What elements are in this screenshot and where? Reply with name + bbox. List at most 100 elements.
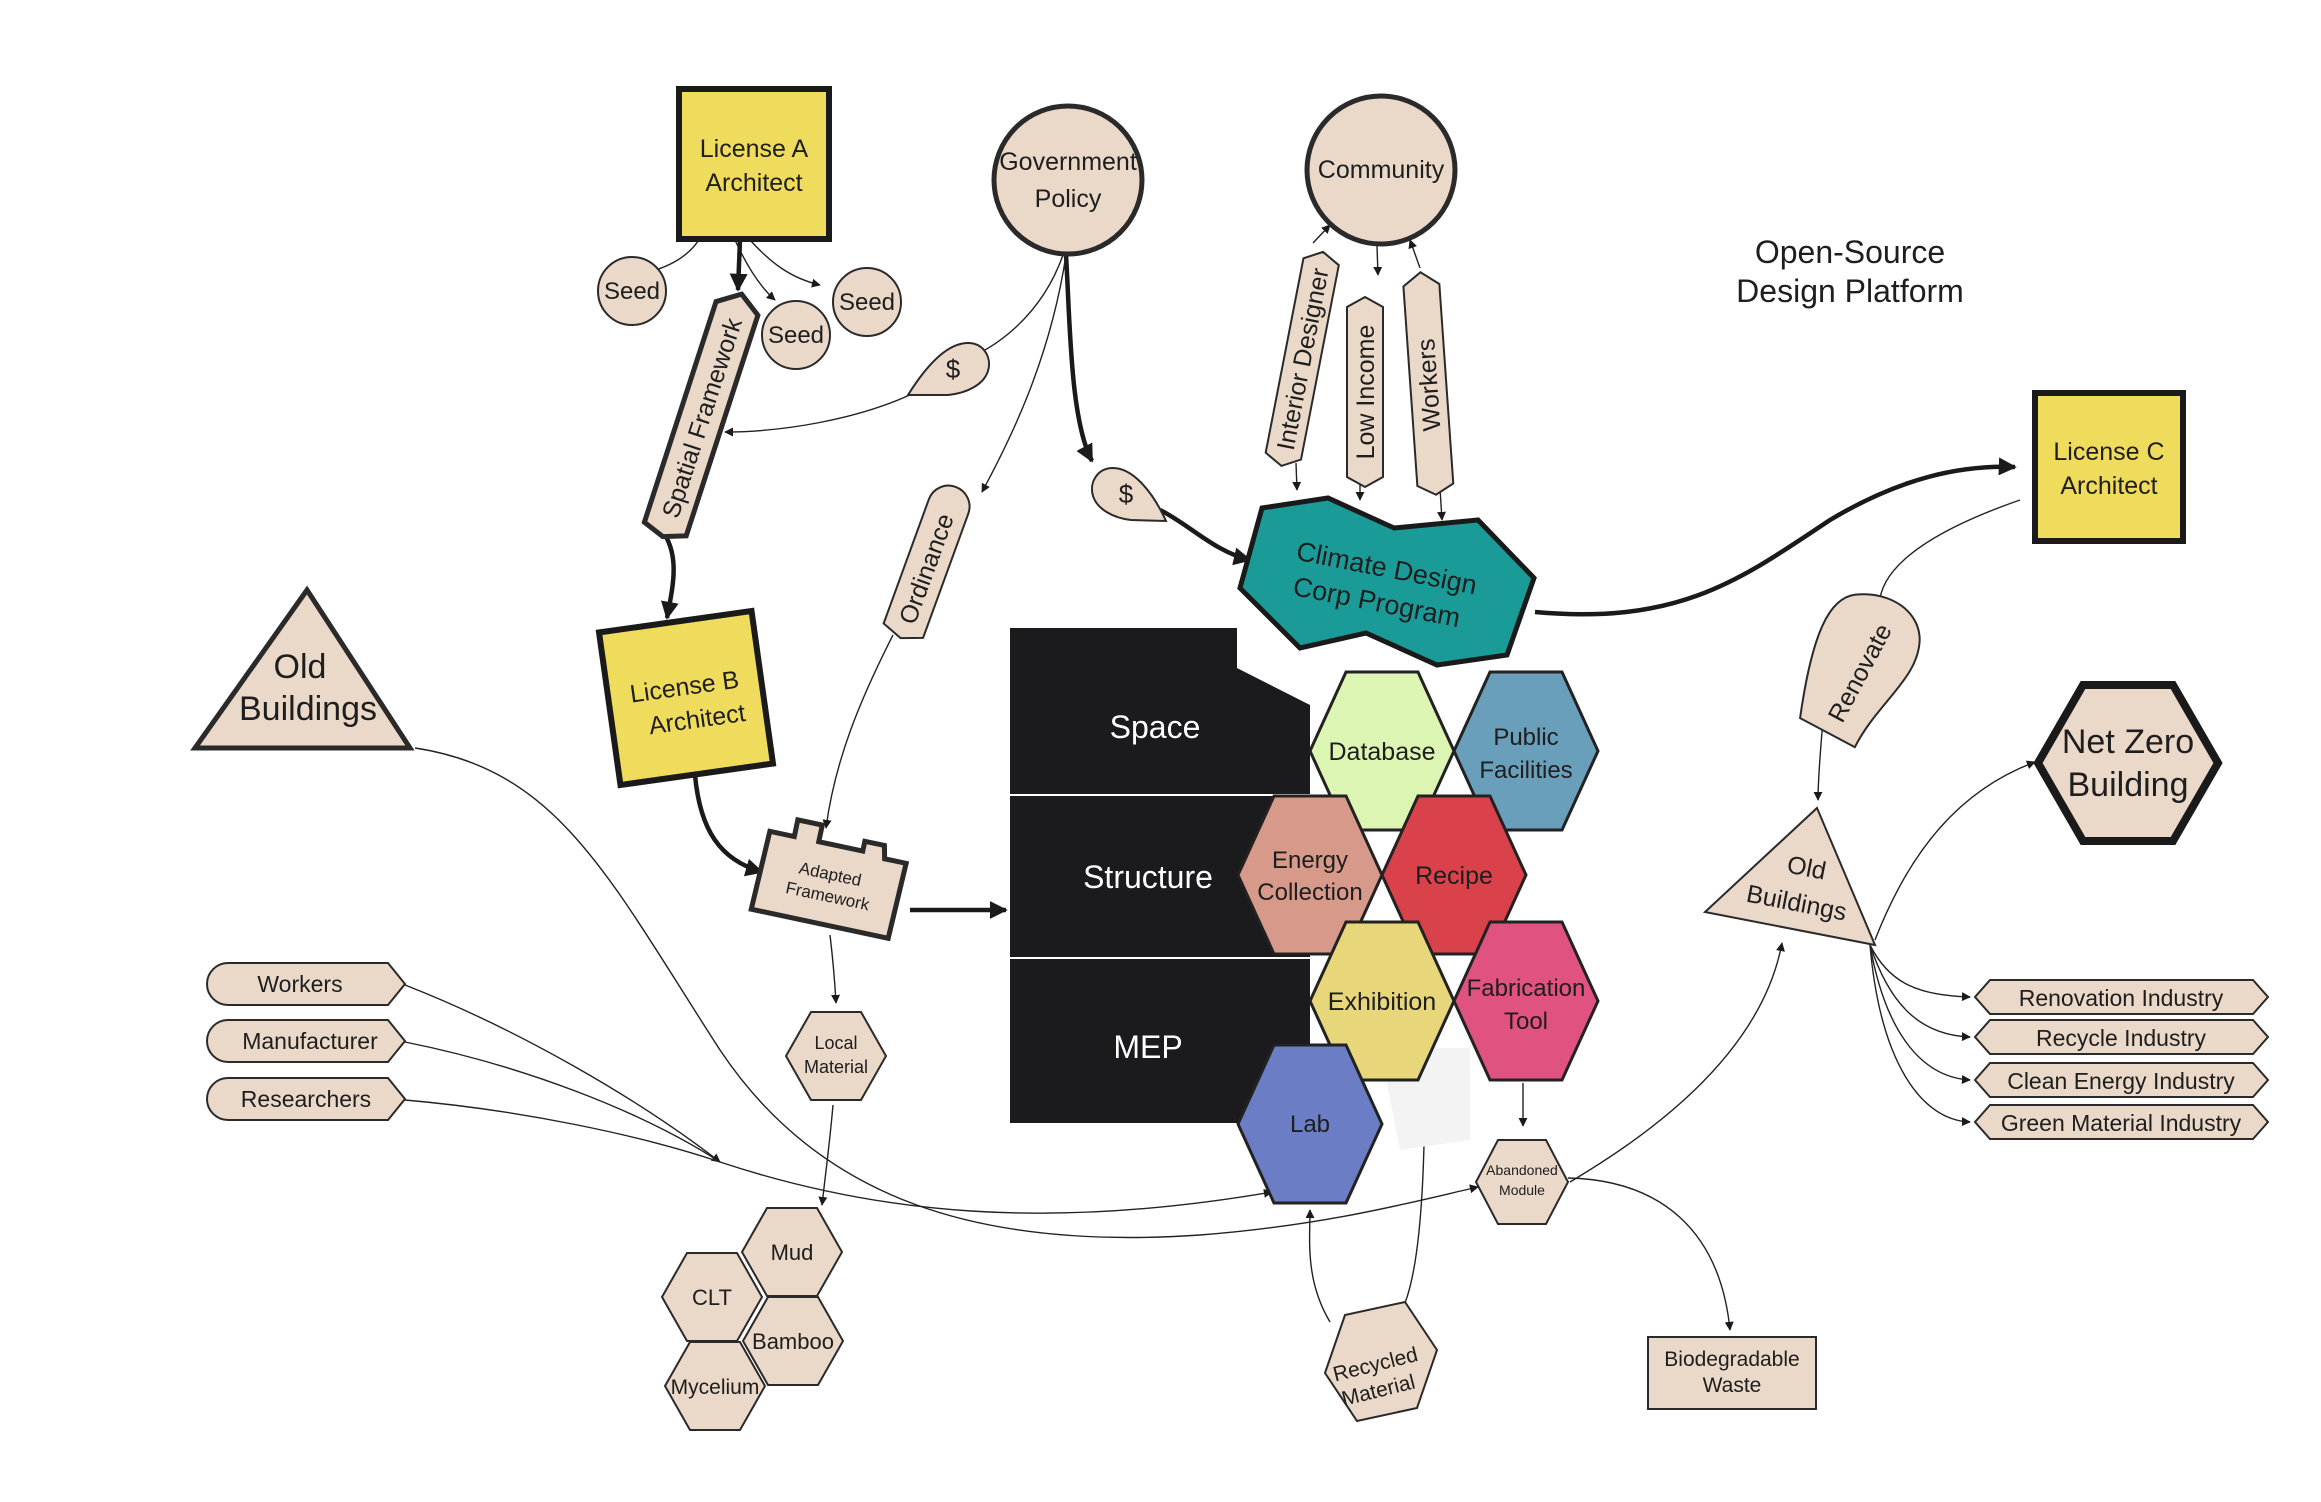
waste-line-2: Waste xyxy=(1703,1374,1762,1397)
line-researchers xyxy=(404,1099,721,1163)
platform-block: Space Structure MEP xyxy=(1010,628,1310,1123)
community-label: Community xyxy=(1318,156,1445,184)
material-cluster: Mud CLT Bamboo Mycelium xyxy=(660,1207,845,1431)
climate-design-program-node[interactable]: Climate Design Corp Program xyxy=(1237,495,1537,668)
industry-tag-renovation[interactable]: Renovation Industry xyxy=(1973,979,2270,1015)
arrow-government-money-lower xyxy=(1063,254,1094,463)
arrow-old-netzero xyxy=(1874,760,2036,941)
platform-row-space[interactable]: Space xyxy=(1110,709,1201,745)
material-label: Bamboo xyxy=(752,1329,834,1354)
line-manufacturer xyxy=(404,1041,721,1163)
dollar-icon-lower: $ xyxy=(1119,479,1134,509)
material-hex-mud[interactable]: Mud xyxy=(740,1207,844,1297)
net-zero-building-node[interactable]: Net Zero Building xyxy=(2033,681,2223,845)
hex-exhibition[interactable]: Exhibition xyxy=(1308,920,1456,1082)
title-line-1: Open-Source xyxy=(1755,234,1945,270)
hex-fabrication-tool[interactable]: Fabrication Tool xyxy=(1452,920,1600,1082)
stakeholder-tag-researchers[interactable]: Researchers xyxy=(206,1077,407,1121)
government-line-2: Policy xyxy=(1035,185,1102,213)
hex-public-facilities[interactable]: Public Facilities xyxy=(1452,670,1600,832)
arrow-money-framework xyxy=(724,390,919,437)
workers-tag-label: Workers xyxy=(1412,338,1446,432)
local-material-node[interactable]: Local Material xyxy=(784,1011,888,1101)
platform-row-structure[interactable]: Structure xyxy=(1083,859,1213,895)
renovate-node[interactable]: Renovate xyxy=(1779,577,1935,753)
government-policy-node[interactable]: Government Policy xyxy=(991,103,1145,257)
ordinance-node[interactable]: Ordinance xyxy=(881,480,976,646)
biodegradable-waste-node[interactable]: Biodegradable Waste xyxy=(1647,1336,1817,1410)
hex-recipe[interactable]: Recipe xyxy=(1380,794,1528,956)
license-b-architect-node[interactable]: License B Architect xyxy=(595,607,777,789)
interior-designer-tag[interactable]: Interior Designer xyxy=(1264,248,1341,469)
seed-label-3: Seed xyxy=(839,289,895,316)
hex-lab[interactable]: Lab xyxy=(1236,1043,1384,1205)
arrow-recycled-lab xyxy=(1305,1209,1331,1323)
arrow-government-money xyxy=(967,254,1064,360)
hex-energy-line-2: Collection xyxy=(1257,879,1362,906)
money-marker-upper[interactable]: $ xyxy=(906,341,990,396)
old-buildings-left-line-1: Old xyxy=(274,648,327,686)
hex-exhibition-label: Exhibition xyxy=(1328,988,1436,1016)
stakeholder-tag-manufacturer[interactable]: Manufacturer xyxy=(206,1019,407,1063)
arrow-license-a-seed-right xyxy=(749,239,821,288)
arrow-license-b-adapted xyxy=(692,774,764,877)
adapted-framework-node[interactable]: Adapted Framework xyxy=(748,814,910,942)
local-material-line-2: Material xyxy=(804,1057,868,1077)
community-node[interactable]: Community xyxy=(1304,93,1458,247)
material-hex-clt[interactable]: CLT xyxy=(660,1252,764,1342)
stakeholder-tag-workers[interactable]: Workers xyxy=(206,962,407,1006)
dollar-icon-upper: $ xyxy=(946,354,961,384)
material-hex-bamboo[interactable]: Bamboo xyxy=(741,1296,845,1386)
arrow-workers-program xyxy=(1437,487,1446,521)
low-income-label: Low Income xyxy=(1352,325,1380,460)
industry-label: Clean Energy Industry xyxy=(2007,1068,2235,1094)
old-buildings-right-node[interactable]: Old Buildings xyxy=(1702,806,1877,947)
hex-public-facilities-line-2: Facilities xyxy=(1479,757,1572,784)
arrow-workers-community xyxy=(1408,239,1421,269)
industry-tag-recycle[interactable]: Recycle Industry xyxy=(1973,1019,2270,1055)
hex-database-label: Database xyxy=(1328,738,1435,766)
arrow-adapted-local xyxy=(829,934,841,1004)
license-c-architect-node[interactable]: License C Architect xyxy=(2032,390,2186,544)
platform-row-mep[interactable]: MEP xyxy=(1113,1029,1182,1065)
arrow-old-recycle xyxy=(1869,944,1971,1042)
arrow-old-clean-energy xyxy=(1869,944,1971,1084)
seed-node-1[interactable]: Seed xyxy=(597,256,667,326)
arrow-community-lowincome xyxy=(1373,245,1383,276)
arrow-ordinance-adapted xyxy=(822,634,894,829)
industry-list: Renovation Industry Recycle Industry Cle… xyxy=(1973,979,2270,1140)
net-zero-line-1: Net Zero xyxy=(2062,723,2194,761)
money-marker-lower[interactable]: $ xyxy=(1091,466,1168,523)
seed-node-3[interactable]: Seed xyxy=(832,267,902,337)
abandoned-module-node[interactable]: Abandoned Module xyxy=(1474,1139,1570,1225)
spatial-framework-node[interactable]: Spatial Framework xyxy=(641,287,763,543)
seed-label-1: Seed xyxy=(604,278,660,305)
stakeholder-label: Researchers xyxy=(241,1086,371,1112)
recycled-material-node[interactable]: Recycled Material xyxy=(1323,1300,1439,1423)
stakeholder-label: Manufacturer xyxy=(242,1028,378,1054)
platform-hexagons: Database Public Facilities Energy Collec… xyxy=(1236,670,1600,1205)
seed-label-2: Seed xyxy=(768,322,824,349)
industry-tag-clean-energy[interactable]: Clean Energy Industry xyxy=(1973,1062,2270,1098)
material-label: CLT xyxy=(692,1285,732,1310)
material-hex-mycelium[interactable]: Mycelium xyxy=(663,1341,767,1431)
hex-fabrication-line-1: Fabrication xyxy=(1467,975,1586,1002)
industry-tag-green-material[interactable]: Green Material Industry xyxy=(1973,1104,2270,1140)
waste-line-1: Biodegradable xyxy=(1664,1348,1799,1371)
arrow-money-program xyxy=(1158,507,1252,566)
arrow-framework-license-b xyxy=(660,533,679,620)
arrow-local-materials xyxy=(818,1104,834,1206)
hex-database[interactable]: Database xyxy=(1308,670,1456,832)
arrow-license-a-framework xyxy=(729,239,748,292)
title-line-2: Design Platform xyxy=(1736,273,1964,309)
license-a-architect-node[interactable]: License A Architect xyxy=(676,86,832,242)
hex-energy-line-1: Energy xyxy=(1272,847,1348,874)
low-income-tag[interactable]: Low Income xyxy=(1346,295,1384,489)
hex-energy-collection[interactable]: Energy Collection xyxy=(1236,794,1384,956)
workers-tag[interactable]: Workers xyxy=(1402,271,1455,496)
old-buildings-left-node[interactable]: Old Buildings xyxy=(190,585,415,751)
arrow-workers xyxy=(404,984,721,1163)
seed-node-2[interactable]: Seed xyxy=(761,300,831,370)
license-c-line-1: License C xyxy=(2053,438,2164,466)
